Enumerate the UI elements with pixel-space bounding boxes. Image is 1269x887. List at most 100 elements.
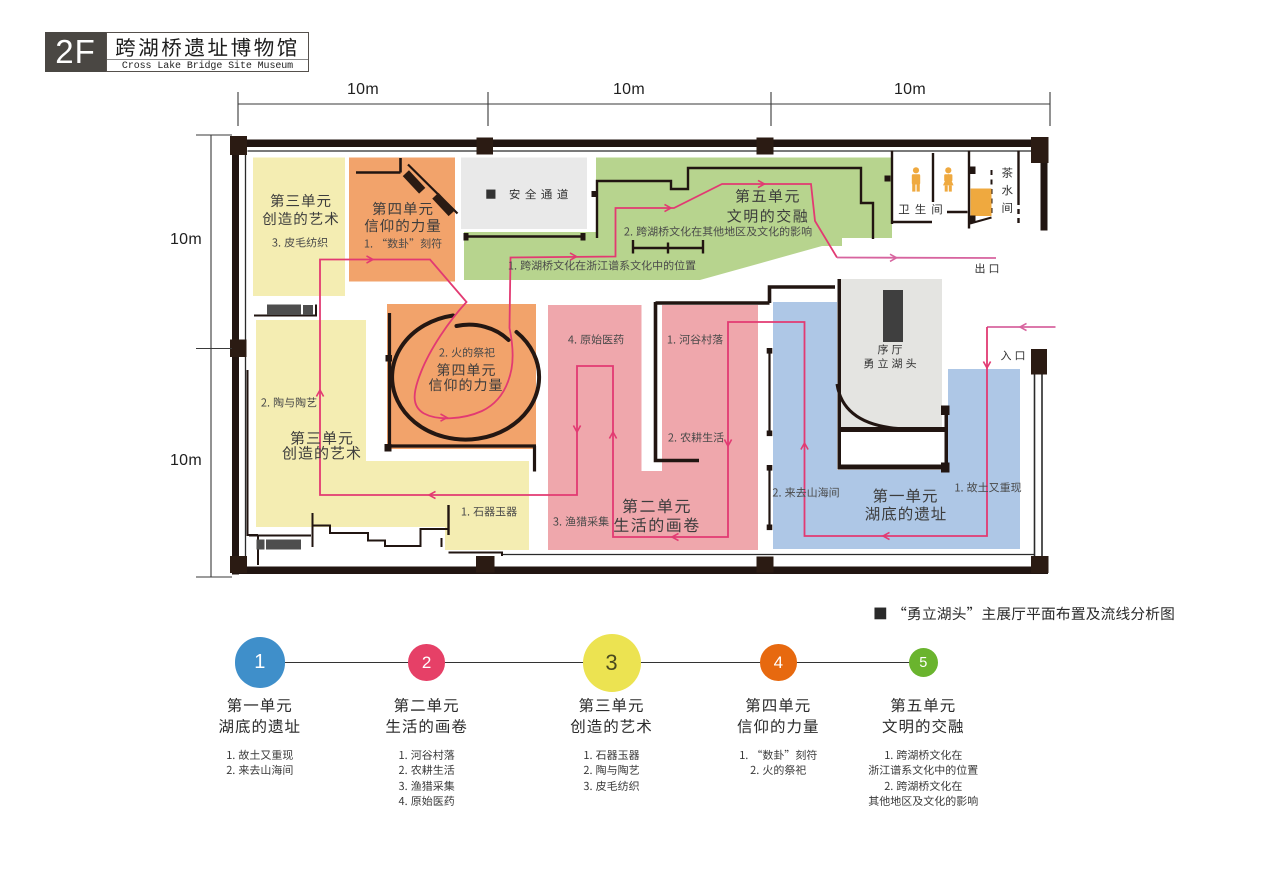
legend-item-2-2: 2. 农耕生活: [398, 762, 455, 778]
plan-line: [315, 388, 325, 397]
wall-segment: [944, 174, 953, 182]
plan-line: [254, 304, 317, 317]
zone-unit3-upper-area: [253, 157, 345, 296]
zone-unit4-upper-subtitle: 信仰的力量: [364, 214, 442, 236]
dim-left-1: 10m: [169, 231, 203, 248]
zone-unit4-lower-item: 2. 火的祭祀: [438, 344, 496, 360]
prologue-hall-stele: [883, 290, 903, 342]
route-exit-tail: [836, 256, 997, 259]
zone-unit3-upper-title: 第三单元: [270, 189, 332, 211]
legend-subtitle-1: 湖底的遗址: [218, 715, 302, 737]
zone-unit4-lower-subtitle: 信仰的力量: [428, 375, 504, 395]
museum-name-zh: 跨湖桥遗址博物馆: [115, 31, 300, 61]
wall-segment: [941, 405, 950, 415]
wall-segment: [385, 355, 392, 362]
zone-unit5-title: 第五单元: [734, 185, 802, 207]
wall-segment: [944, 185, 948, 192]
dim-left-2: 10m: [169, 452, 203, 469]
wall-segment: [968, 166, 976, 174]
zone-unit4-upper-title: 第四单元: [372, 197, 434, 219]
plan-line: [440, 413, 449, 422]
zone-unit2-item-3: 3. 渔猎采集: [552, 513, 610, 530]
prologue-hall-wall-left: [837, 279, 841, 470]
zone-unit3-lower-area: [256, 320, 529, 550]
plan-line: [723, 439, 733, 448]
zone-unit3-lower-subtitle: 创造的艺术: [281, 442, 363, 464]
route-path: [319, 183, 988, 538]
zone-unit5-area: [464, 157, 892, 280]
wall-column: [230, 339, 247, 357]
wall-column: [476, 137, 493, 155]
legend-circle-3: 3: [582, 633, 641, 692]
wall-segment: [432, 192, 455, 217]
outer-wall-right: [1040, 139, 1048, 231]
plan-line: [670, 532, 679, 542]
zone-unit1-item-2: 2. 来去山海间: [772, 484, 840, 500]
zone-unit2-title: 第二单元: [621, 493, 693, 517]
wall-segment: [766, 348, 773, 354]
legend-circle-4: 4: [760, 644, 797, 681]
wall-segment: [641, 300, 662, 471]
plan-line: [757, 179, 767, 189]
plan-line: [889, 253, 899, 263]
zone-unit4-lower-title: 第四单元: [436, 359, 497, 380]
legend-item-1-2: 2. 来去山海间: [226, 762, 294, 778]
wall-segment: [402, 170, 426, 194]
wall-segment: [766, 524, 773, 531]
wall-segment: [884, 175, 891, 182]
zone-unit3-lower-item-1: 1. 石器玉器: [460, 503, 518, 520]
unit2-corridor-wall: [653, 285, 835, 463]
icon-shape: [945, 167, 952, 174]
furniture: [256, 539, 265, 550]
wall-segment: [841, 432, 944, 465]
male-icon: [911, 167, 921, 192]
zone-unit5-item-2: 2. 跨湖桥文化在其他地区及文化的影响: [623, 223, 813, 240]
wall-column: [1031, 137, 1049, 163]
plan-line: [572, 425, 582, 434]
zone-unit2-subtitle: 生活的画卷: [613, 511, 701, 536]
zone-unit3-lower-title: 第三单元: [289, 427, 355, 449]
wall-column: [756, 556, 774, 573]
legend-item-2-3: 3. 渔猎采集: [398, 777, 455, 794]
legend-title-5: 第五单元: [890, 694, 957, 716]
furniture: [303, 305, 313, 315]
scale-bar-layer: [196, 92, 1051, 578]
legend-item-5-1: 1. 跨湖桥文化在: [884, 746, 963, 763]
legend-number-3: 3: [605, 649, 618, 675]
room-safety-corridor: ■ 安全通道: [485, 185, 573, 202]
scale-bar-left: [196, 134, 232, 578]
zone-unit4-upper-area: [349, 157, 455, 282]
legend-item-1-1: 1. 故土又重现: [226, 746, 294, 763]
legend-item-2-4: 4. 原始医药: [398, 793, 455, 809]
zone-unit1-subtitle: 湖底的遗址: [864, 501, 948, 524]
zone-unit3-upper-item: 3. 皮毛纺织: [271, 234, 329, 251]
floor-badge: 2F: [45, 32, 106, 72]
caption: ■ “勇立湖头”主展厅平面布置及流线分析图: [873, 602, 1176, 624]
wall-segment: [944, 408, 948, 469]
female-icon: [943, 167, 954, 192]
wall-segment: [591, 191, 598, 197]
zone-unit5-item-1: 1. 跨湖桥文化在浙江谱系文化中的位置: [507, 257, 697, 274]
unit4-spiral-outer: [390, 313, 542, 442]
zone-unit1-item-1: 1. 故土又重现: [954, 479, 1022, 495]
legend-item-3-3: 3. 皮毛纺织: [583, 777, 640, 794]
plan-line: [356, 158, 402, 174]
zone-unit1-title: 第一单元: [872, 483, 939, 506]
zone-unit3-upper-subtitle: 创造的艺术: [262, 207, 340, 229]
stepped-wall: [312, 524, 448, 547]
legend-title-2: 第二单元: [393, 694, 460, 716]
zone-unit2-item-2: 2. 农耕生活: [667, 429, 725, 446]
wall-column: [476, 556, 495, 573]
legend-circle-2: 2: [408, 644, 445, 681]
zone-unit5-subtitle: 文明的交融: [726, 205, 810, 226]
dim-top-3: 10m: [893, 81, 927, 98]
wall-segment: [766, 465, 773, 471]
legend-item-3-1: 1. 石器玉器: [583, 746, 640, 763]
room-tea-room: 茶水间: [999, 164, 1016, 217]
wall-column: [1031, 556, 1049, 573]
outer-wall-bottom: [232, 566, 1048, 574]
plan-line: [1018, 322, 1027, 332]
legend-title-1: 第一单元: [226, 694, 293, 716]
outer-wall-top: [232, 139, 1048, 147]
